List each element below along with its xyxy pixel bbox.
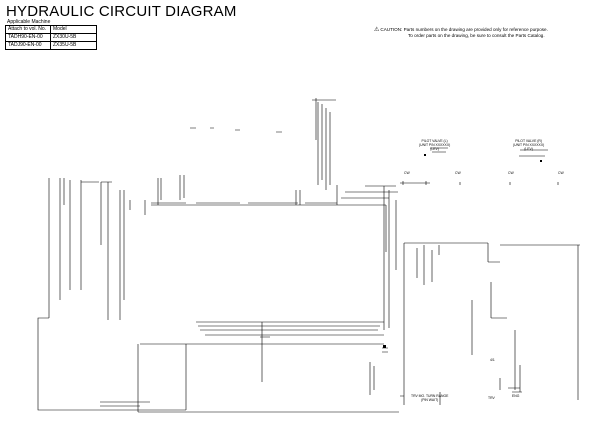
diagram-title: HYDRAULIC CIRCUIT DIAGRAM [6, 3, 237, 20]
small-label: CW [455, 171, 461, 175]
tiny-label: 4/1 [490, 358, 495, 362]
travel-motor-label: TRV MO. TURN RANGE (PIN WAIT) [411, 394, 448, 402]
label-line: PILOT VALVE (L) [421, 139, 448, 143]
applicable-machine-label: Applicable Machine [7, 19, 51, 25]
label-line: (LEV) [524, 147, 533, 151]
warning-icon: ⚠ [374, 27, 380, 33]
table-cell: ZX35U-5B [50, 41, 97, 50]
caution-line-2: To order parts on the drawing, be sure t… [408, 33, 545, 38]
small-label: CW [404, 171, 410, 175]
label-line: (UNIT P/N XXXXXX) [513, 143, 545, 147]
small-label: CW [508, 171, 514, 175]
pilot-valve-left-label: PILOT VALVE (L) (UNIT P/N XXXXXX) (LEV) [419, 139, 450, 151]
pilot-valve-right-label: PILOT VALVE (R) (UNIT P/N XXXXXX) (LEV) [513, 139, 544, 151]
applicable-machine-table: Attach to vol. No. Model TADH90-EN-00 ZX… [5, 25, 97, 50]
tiny-label: ENG [512, 394, 520, 398]
small-label: CW [558, 171, 564, 175]
label-line: (PIN WAIT) [421, 398, 439, 402]
label-line: TRV MO. TURN RANGE [411, 394, 449, 398]
label-line: (LEV) [430, 147, 439, 151]
caution-note: ⚠CAUTION: Parts numbers on the drawing a… [374, 27, 570, 39]
label-line: (UNIT P/N XXXXXX) [419, 143, 451, 147]
caution-line-1: CAUTION: Parts numbers on the drawing ar… [380, 27, 548, 32]
table-row: TADJ90-EN-00 ZX35U-5B [5, 41, 97, 50]
tiny-label: TRV [488, 396, 495, 400]
label-line: PILOT VALVE (R) [515, 139, 542, 143]
